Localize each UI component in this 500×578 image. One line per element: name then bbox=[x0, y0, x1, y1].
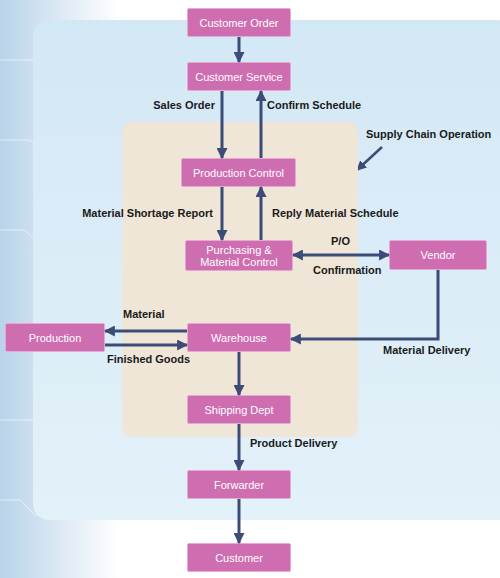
flow-arrow bbox=[221, 187, 224, 240]
process-box: Warehouse bbox=[187, 323, 291, 352]
flow-label: Reply Material Schedule bbox=[272, 207, 399, 220]
process-box: Vendor bbox=[389, 240, 487, 270]
flow-label: Product Delivery bbox=[250, 437, 337, 450]
flow-arrow bbox=[238, 37, 241, 62]
flow-label: Sales Order bbox=[153, 99, 215, 112]
flow-arrow bbox=[260, 187, 263, 240]
process-box: Purchasing & Material Control bbox=[185, 240, 293, 271]
flow-arrow bbox=[293, 254, 389, 257]
flow-label: Confirm Schedule bbox=[267, 99, 361, 112]
flow-arrow bbox=[260, 91, 263, 158]
process-box: Customer Order bbox=[187, 8, 291, 37]
box-label: Customer Order bbox=[200, 17, 279, 29]
box-label: Vendor bbox=[421, 249, 456, 261]
flow-label: Material bbox=[123, 308, 165, 321]
box-label: Production Control bbox=[193, 167, 284, 179]
flow-arrow bbox=[105, 344, 187, 347]
group-title: Supply Chain Operation bbox=[366, 128, 491, 140]
process-box: Customer bbox=[187, 543, 291, 572]
box-label: Warehouse bbox=[211, 332, 267, 344]
group-band: Supply Chain OperationProduction Control… bbox=[122, 122, 358, 437]
flow-label: Finished Goods bbox=[107, 353, 190, 366]
box-label: Customer bbox=[215, 552, 263, 564]
process-box: Forwarder bbox=[187, 470, 291, 499]
flow-label: Material Shortage Report bbox=[82, 207, 213, 220]
box-label: Purchasing & Material Control bbox=[190, 244, 288, 268]
flow-arrow bbox=[221, 91, 224, 158]
process-box: Production Control bbox=[181, 158, 296, 187]
flow-arrow bbox=[105, 330, 187, 333]
process-box: Shipping Dept bbox=[187, 395, 291, 424]
process-box: Customer Service bbox=[187, 62, 291, 91]
flow-label: P/O bbox=[331, 235, 350, 248]
box-label: Shipping Dept bbox=[204, 404, 273, 416]
box-label: Customer Service bbox=[195, 71, 282, 83]
flow-label: Material Delivery bbox=[383, 344, 470, 357]
flow-arrow bbox=[238, 499, 241, 543]
flow-arrow bbox=[238, 352, 241, 395]
flow-arrow bbox=[291, 270, 438, 339]
box-label: Forwarder bbox=[214, 479, 264, 491]
box-label: Production bbox=[29, 332, 82, 344]
flow-label: Confirmation bbox=[313, 264, 381, 277]
process-box: Production bbox=[5, 323, 105, 352]
flow-arrow bbox=[238, 424, 241, 470]
